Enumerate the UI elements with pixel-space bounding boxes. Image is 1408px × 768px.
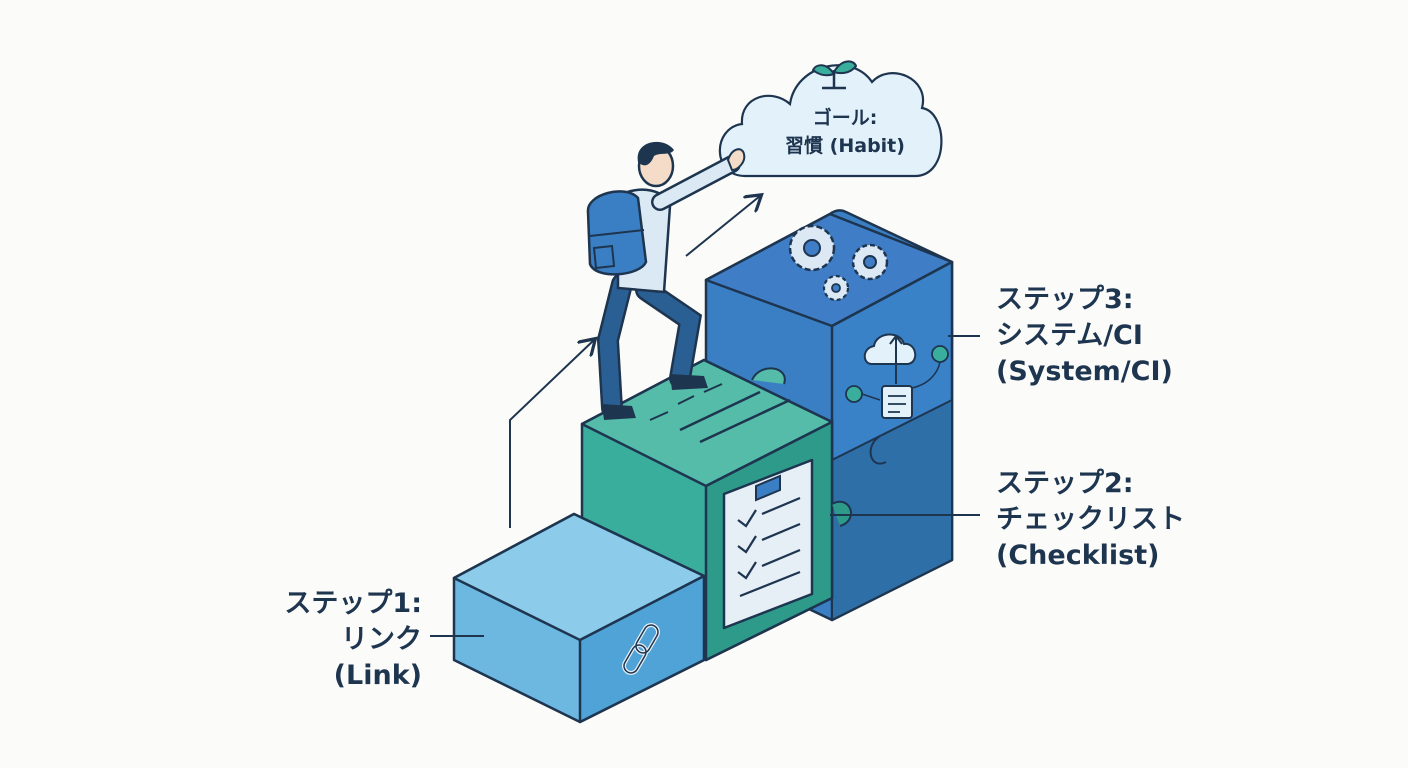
goal-subtitle: 習慣 (Habit) — [785, 135, 905, 157]
step2-label: ステップ2: チェックリスト (Checklist) — [996, 466, 1185, 574]
step1-name: リンク — [341, 624, 422, 655]
step2-title: ステップ2: — [996, 468, 1134, 499]
step1-block — [452, 512, 706, 724]
chain-link-icon — [622, 623, 660, 675]
step3-title: ステップ3: — [996, 284, 1134, 315]
step2-english: (Checklist) — [996, 540, 1160, 571]
goal-cloud — [718, 60, 943, 178]
step1-label: ステップ1: リンク (Link) — [272, 586, 422, 694]
step2-name: チェックリスト — [996, 504, 1185, 535]
gears-icon — [788, 224, 889, 302]
sprout-icon — [811, 60, 858, 90]
step1-title: ステップ1: — [284, 588, 422, 619]
cloud-sync-icon — [845, 333, 949, 419]
goal-title: ゴール: — [812, 107, 878, 129]
goal-label: ゴール: 習慣 (Habit) — [752, 104, 938, 160]
climber-person — [586, 141, 746, 420]
arrow-up-icon — [685, 196, 760, 257]
step1-english: (Link) — [333, 660, 422, 691]
arrow-up-icon — [509, 340, 594, 528]
step3-name: システム/CI — [996, 320, 1143, 351]
clipboard-checklist-icon — [722, 458, 814, 630]
step3-label: ステップ3: システム/CI (System/CI) — [996, 282, 1173, 390]
step3-english: (System/CI) — [996, 356, 1173, 387]
